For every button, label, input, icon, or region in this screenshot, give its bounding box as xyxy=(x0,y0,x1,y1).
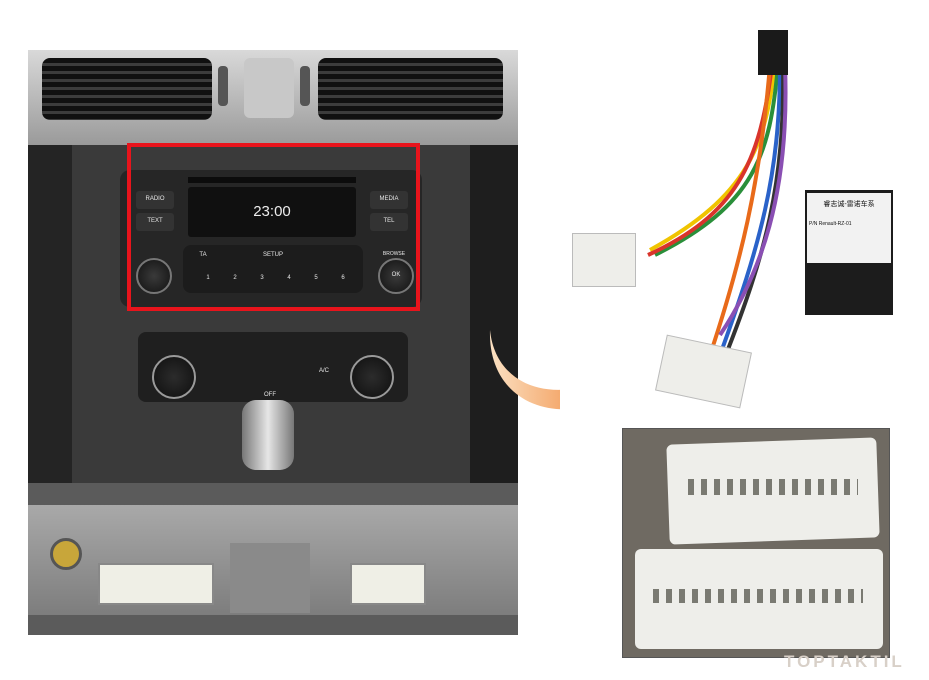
connector-closeup-photo xyxy=(622,428,890,658)
radio-button-label: RADIO xyxy=(145,196,165,202)
gear-shifter xyxy=(242,400,294,470)
ac-label: A/C xyxy=(318,368,329,374)
preset-2-label: 2 xyxy=(233,275,237,281)
adapter-module-label xyxy=(807,193,891,263)
preset-6-label: 6 xyxy=(341,275,345,281)
ok-knob-label: OK xyxy=(391,272,401,278)
radio-highlight-frame xyxy=(127,143,420,311)
temp-knob-left xyxy=(152,355,196,399)
media-button-label: MEDIA xyxy=(379,196,399,202)
harness-top-connector xyxy=(758,30,788,75)
power-knob xyxy=(136,258,172,294)
head-unit-rear-photo xyxy=(28,483,518,635)
ta-button-label: TA xyxy=(199,252,207,258)
setup-button-label: SETUP xyxy=(262,252,283,258)
off-label: OFF xyxy=(264,392,276,398)
harness-left-connector xyxy=(572,233,636,287)
mount-bracket xyxy=(230,543,310,613)
hazard-switch xyxy=(244,58,294,118)
adapter-brand-text: 睿志诚-雷诺车系 xyxy=(823,201,875,208)
preset-3-label: 3 xyxy=(260,275,264,281)
clock-readout: 23:00 xyxy=(253,203,291,220)
browse-label: BROWSE xyxy=(382,251,406,257)
watermark: TOPTAKTIL xyxy=(784,652,905,671)
tel-button-label: TEL xyxy=(383,218,395,224)
left-air-vent xyxy=(42,58,212,120)
temp-knob-right xyxy=(350,355,394,399)
rear-connector-left xyxy=(98,563,214,605)
wiring-harness-photo: 睿志诚-雷诺车系 P/N Renault-RZ-01 xyxy=(560,25,900,420)
text-button-label: TEXT xyxy=(147,218,163,224)
antenna-socket xyxy=(50,538,82,570)
adapter-part-number: P/N Renault-RZ-01 xyxy=(809,221,852,227)
radio-display xyxy=(188,187,356,237)
ok-knob xyxy=(378,258,414,294)
preset-4-label: 4 xyxy=(287,275,291,281)
right-air-vent xyxy=(318,58,503,120)
preset-1-label: 1 xyxy=(206,275,210,281)
rear-connector-right xyxy=(350,563,426,605)
harness-wires xyxy=(647,64,788,358)
control-bar xyxy=(183,245,363,293)
dashboard-photo: 23:00 RADIO TEXT MEDIA TEL TA SETUP 1 2 … xyxy=(28,50,518,483)
preset-5-label: 5 xyxy=(314,275,318,281)
cd-slot xyxy=(188,177,356,183)
